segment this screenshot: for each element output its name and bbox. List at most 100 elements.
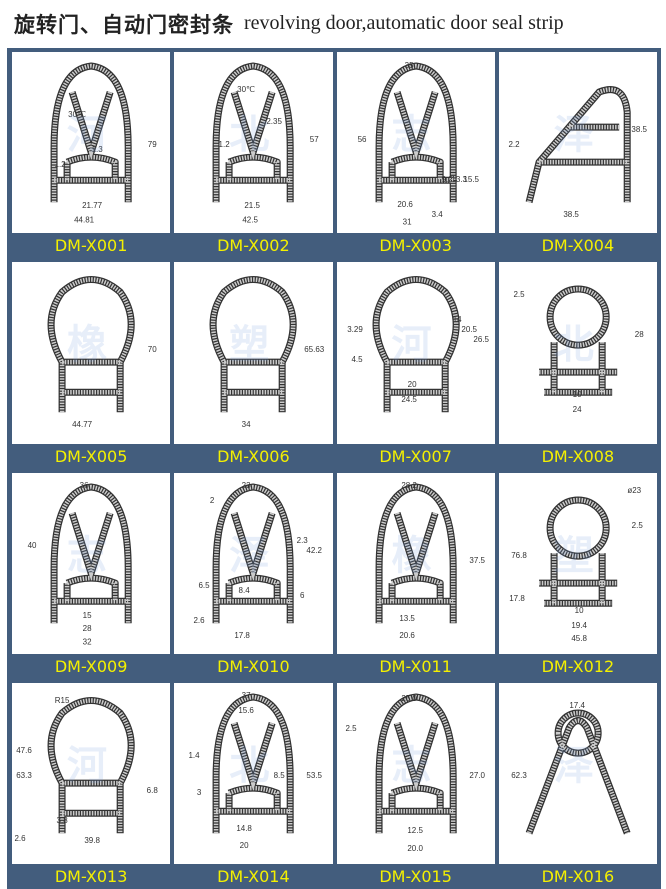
dimension-label: 70 xyxy=(148,345,157,354)
dimension-label: 2 xyxy=(210,496,215,505)
seal-profile-hatching xyxy=(48,698,134,834)
dimension-label: 32 xyxy=(83,637,92,646)
dimension-label: 2.5 xyxy=(513,290,525,299)
dimension-label: 57 xyxy=(310,135,319,144)
dimension-label: 1.2 xyxy=(219,140,231,149)
dimension-label: 28.2 xyxy=(401,481,417,490)
seal-profile-hatching xyxy=(214,484,293,623)
page-title: 旋转门、自动门密封条 revolving door,automatic door… xyxy=(0,0,666,47)
seal-profile-diagram: 28.237.513.520.6 xyxy=(375,481,485,640)
seal-profile-outline xyxy=(538,496,617,607)
dimension-label: 56 xyxy=(357,135,366,144)
dimension-label: 6 xyxy=(300,591,305,600)
dimension-label: ø23 xyxy=(627,486,641,495)
product-code-label: DM-X014 xyxy=(217,867,290,887)
dimension-label: 42.2 xyxy=(307,546,323,555)
seal-profile-hatching xyxy=(211,277,296,413)
dimension-label: 21.5 xyxy=(245,201,261,210)
dimension-label: 20.0 xyxy=(407,844,423,853)
dimension-label: 3 xyxy=(197,788,202,797)
seal-profile-hatching xyxy=(51,484,131,623)
dimension-label: 28 xyxy=(635,330,644,339)
dimension-label: 2.6 xyxy=(194,616,206,625)
dimension-label: 13.5 xyxy=(399,614,415,623)
seal-profile-diagram: 25.02.527.012.520.0 xyxy=(345,693,485,853)
dimension-label: 24 xyxy=(572,406,581,415)
dimension-label: 26.5 xyxy=(473,335,489,344)
dimension-label: 4.5 xyxy=(351,355,363,364)
dimension-label: 63.3 xyxy=(16,771,32,780)
dimension-label: 10 xyxy=(572,390,581,399)
dimension-label: 14 xyxy=(452,315,461,324)
dimension-label: 37.5 xyxy=(469,556,485,565)
dimension-label: 14.8 xyxy=(237,824,253,833)
dimension-label: 30℃ xyxy=(68,110,86,119)
product-code-label: DM-X002 xyxy=(217,236,290,256)
title-chinese: 旋转门、自动门密封条 xyxy=(14,12,234,37)
dimension-label: 2.5 xyxy=(345,724,357,733)
product-code-label: DM-X016 xyxy=(541,867,615,887)
seal-profile-outline xyxy=(525,709,631,835)
product-code-label: DM-X012 xyxy=(541,656,615,676)
seal-profile-outline xyxy=(538,285,617,396)
dimension-label: 15 xyxy=(83,611,92,620)
title-english: revolving door,automatic door seal strip xyxy=(244,12,564,34)
product-code-label: DM-X005 xyxy=(54,446,128,466)
dimension-label: 34 xyxy=(242,421,251,430)
seal-profile-hatching xyxy=(526,710,630,834)
dimension-label: 39.8 xyxy=(84,836,100,845)
dimension-label: 31 xyxy=(402,217,411,226)
dimension-label: 27.0 xyxy=(469,771,485,780)
seal-profile-outline xyxy=(525,86,631,204)
product-code-label: DM-X004 xyxy=(541,236,615,256)
seal-profile-hatching xyxy=(214,63,293,203)
dimension-label: 44.77 xyxy=(72,421,93,430)
seal-profile-hatching xyxy=(376,484,455,623)
dimension-label: 25.0 xyxy=(401,694,417,703)
dimension-label: 17.4 xyxy=(569,701,585,710)
dimension-label: 20.6 xyxy=(397,200,413,209)
dimension-label: 2.5 xyxy=(631,521,643,530)
dimension-label: 8.4 xyxy=(239,586,251,595)
dimension-label: 17.8 xyxy=(235,631,251,640)
dimension-label: 19.4 xyxy=(571,621,587,630)
dimension-label: 35 xyxy=(404,61,413,70)
dimension-label: 44.81 xyxy=(74,215,95,224)
dimension-label: 42.5 xyxy=(243,215,259,224)
dimension-label: R15 xyxy=(55,696,70,705)
dimension-label: 21.77 xyxy=(82,201,103,210)
dimension-label: 9.2 xyxy=(441,175,453,184)
dimension-label: 36 xyxy=(80,481,89,490)
dimension-label: 24.5 xyxy=(401,395,417,404)
dimension-label: 3.8 xyxy=(57,816,69,825)
dimension-label: 15.6 xyxy=(239,706,255,715)
dimension-label: 38.5 xyxy=(631,125,647,134)
dimension-label: 62.3 xyxy=(511,771,527,780)
